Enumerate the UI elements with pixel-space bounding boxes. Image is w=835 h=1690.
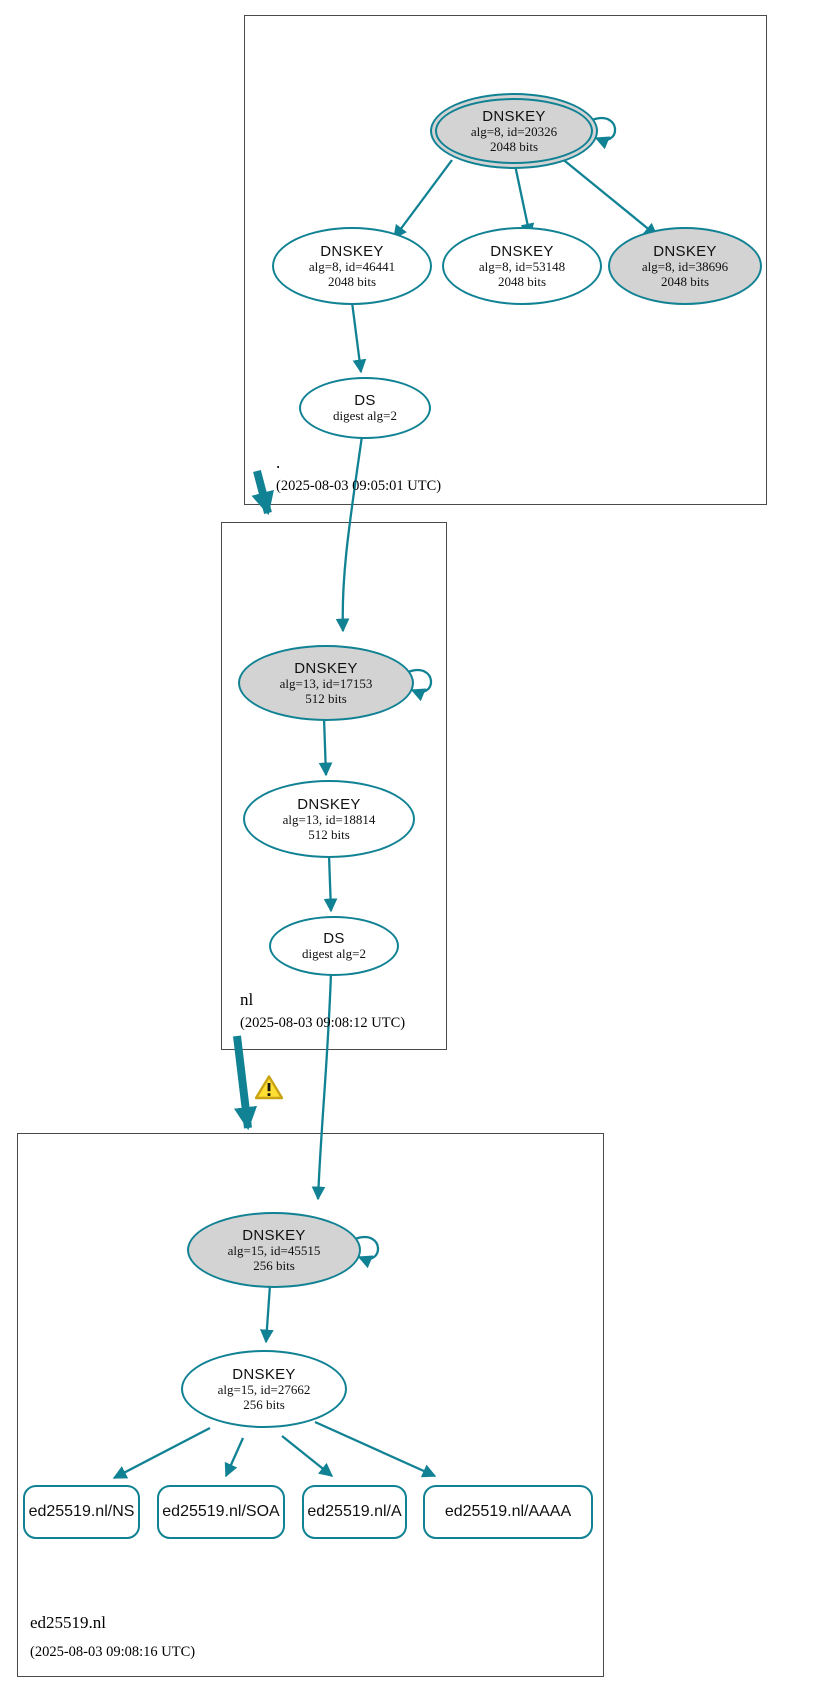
zone-timestamp-root: (2025-08-03 09:05:01 UTC) [276, 478, 442, 494]
rrset-label: ed25519.nl/A [307, 1503, 402, 1520]
zone-box-ed25519-nl [17, 1133, 604, 1677]
rrset-label: ed25519.nl/SOA [162, 1503, 280, 1520]
dnskey-bits: 256 bits [243, 1396, 285, 1412]
dnskey-title: DNSKEY [297, 796, 361, 813]
zone-name-root: . [276, 453, 281, 472]
dnskey-node-20326[interactable]: DNSKEY alg=8, id=20326 2048 bits [430, 93, 598, 169]
zone-box-nl [221, 522, 447, 1050]
ds-digest-alg: digest alg=2 [332, 408, 398, 424]
dnskey-node-53148[interactable]: DNSKEY alg=8, id=53148 2048 bits [442, 227, 602, 305]
zone-name-ed25519-nl: ed25519.nl [30, 1613, 107, 1632]
dnskey-alg-id: alg=13, id=17153 [279, 676, 373, 691]
dnskey-alg-id: alg=8, id=46441 [308, 259, 396, 274]
dnskey-node-27662[interactable]: DNSKEY alg=15, id=27662 256 bits [181, 1350, 347, 1428]
ds-digest-alg: digest alg=2 [301, 946, 367, 962]
ds-node-nl[interactable]: DS digest alg=2 [269, 916, 399, 976]
dnskey-alg-id: alg=8, id=53148 [478, 259, 566, 274]
dnskey-node-46441[interactable]: DNSKEY alg=8, id=46441 2048 bits [272, 227, 432, 305]
dnskey-alg-id: alg=8, id=20326 [470, 124, 558, 139]
zone-name-nl: nl [240, 990, 254, 1009]
dnskey-title: DNSKEY [294, 660, 358, 677]
dnskey-alg-id: alg=13, id=18814 [282, 812, 376, 827]
dnskey-title: DNSKEY [490, 243, 554, 260]
dnskey-node-45515[interactable]: DNSKEY alg=15, id=45515 256 bits [187, 1212, 361, 1288]
dnskey-bits: 2048 bits [489, 138, 539, 154]
dnskey-alg-id: alg=15, id=45515 [227, 1243, 321, 1258]
dnskey-title: DNSKEY [653, 243, 717, 260]
dnskey-bits: 256 bits [253, 1257, 295, 1273]
dnskey-node-38696[interactable]: DNSKEY alg=8, id=38696 2048 bits [608, 227, 762, 305]
dnskey-bits: 2048 bits [660, 273, 710, 289]
dnskey-title: DNSKEY [242, 1227, 306, 1244]
rrset-node-ns[interactable]: ed25519.nl/NS [23, 1485, 140, 1539]
ds-title: DS [354, 392, 376, 410]
dnskey-title: DNSKEY [232, 1366, 296, 1383]
dnskey-bits: 2048 bits [497, 273, 547, 289]
dnskey-node-18814[interactable]: DNSKEY alg=13, id=18814 512 bits [243, 780, 415, 858]
dnskey-alg-id: alg=8, id=38696 [641, 259, 729, 274]
dnskey-title: DNSKEY [320, 243, 384, 260]
rrset-label: ed25519.nl/AAAA [444, 1503, 572, 1520]
rrset-node-aaaa[interactable]: ed25519.nl/AAAA [423, 1485, 593, 1539]
ds-node-root[interactable]: DS digest alg=2 [299, 377, 431, 439]
dnskey-node-17153[interactable]: DNSKEY alg=13, id=17153 512 bits [238, 645, 414, 721]
rrset-node-soa[interactable]: ed25519.nl/SOA [157, 1485, 285, 1539]
zone-timestamp-nl: (2025-08-03 09:08:12 UTC) [240, 1015, 406, 1031]
dnskey-title: DNSKEY [482, 108, 546, 125]
dnskey-bits: 512 bits [305, 690, 347, 706]
warning-icon[interactable] [254, 1074, 284, 1101]
dnskey-bits: 2048 bits [327, 273, 377, 289]
rrset-label: ed25519.nl/NS [28, 1503, 135, 1520]
rrset-node-a[interactable]: ed25519.nl/A [302, 1485, 407, 1539]
ds-title: DS [323, 930, 345, 948]
zone-box-root [244, 15, 767, 505]
dnskey-alg-id: alg=15, id=27662 [217, 1382, 311, 1397]
zone-timestamp-ed25519-nl: (2025-08-03 09:08:16 UTC) [30, 1644, 196, 1660]
dnskey-bits: 512 bits [308, 826, 350, 842]
